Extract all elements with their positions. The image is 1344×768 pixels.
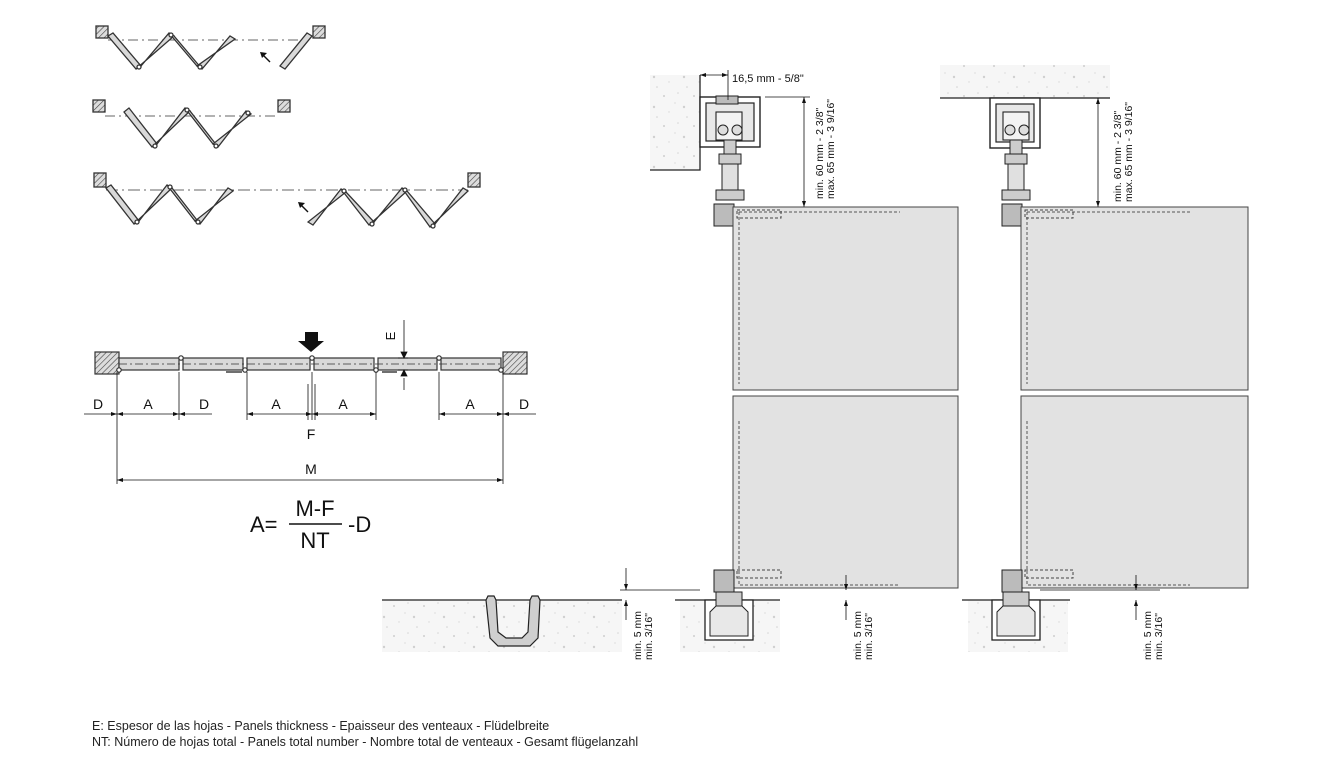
label-a-4: A (465, 396, 475, 412)
gap-min-in-label-3: min. 3/16" (1153, 613, 1165, 660)
label-e: E (383, 331, 398, 340)
elevation-ceiling-mount (940, 65, 1249, 652)
fold-view-1 (95, 25, 326, 70)
push-arrow-icon (298, 332, 324, 352)
formula-numerator: M-F (295, 496, 334, 521)
fold-view-2 (92, 99, 291, 149)
formula-denominator: NT (300, 528, 329, 553)
legend-line-e: E: Espesor de las hojas - Panels thickne… (92, 719, 550, 733)
fold-view-3 (93, 172, 481, 229)
gap-min-mm-label-2: min. 5 mm (852, 611, 864, 660)
legend-line-nt: NT: Número de hojas total - Panels total… (92, 735, 639, 749)
gap-min-in-label-1: min. 3/16" (643, 613, 655, 660)
legend: E: Espesor de las hojas - Panels thickne… (92, 718, 638, 750)
height-min-label-2: min. 60 mm - 2 3/8" (1112, 110, 1124, 202)
thickness-dimension (398, 320, 408, 390)
gap-min-mm-label-1: min. 5 mm (632, 611, 644, 660)
height-max-label-2: max. 65 mm - 3 9/16" (1123, 102, 1135, 202)
label-d-left: D (93, 396, 103, 412)
height-max-label-1: max. 65 mm - 3 9/16" (825, 99, 837, 199)
offset-dimension-label: 16,5 mm - 5/8" (732, 73, 804, 85)
closed-plan (94, 351, 528, 375)
label-d-2: D (199, 396, 209, 412)
floor-guide-profile (382, 595, 622, 652)
elevation-wall-mount (620, 70, 959, 652)
label-a-2: A (271, 396, 281, 412)
label-d-right: D (519, 396, 529, 412)
formula-lhs: A= (250, 512, 278, 537)
formula: A= M-F NT -D (250, 496, 371, 553)
label-f: F (307, 426, 316, 442)
formula-suffix: -D (348, 512, 371, 537)
folding-door-diagram: D A D A A A D F M E A= M-F NT -D (84, 25, 1249, 660)
gap-min-mm-label-3: min. 5 mm (1142, 611, 1154, 660)
dimension-lines (84, 372, 536, 484)
gap-min-in-label-2: min. 3/16" (863, 613, 875, 660)
label-a-1: A (143, 396, 153, 412)
height-min-label-1: min. 60 mm - 2 3/8" (814, 107, 826, 199)
label-m: M (305, 461, 317, 477)
label-a-3: A (338, 396, 348, 412)
